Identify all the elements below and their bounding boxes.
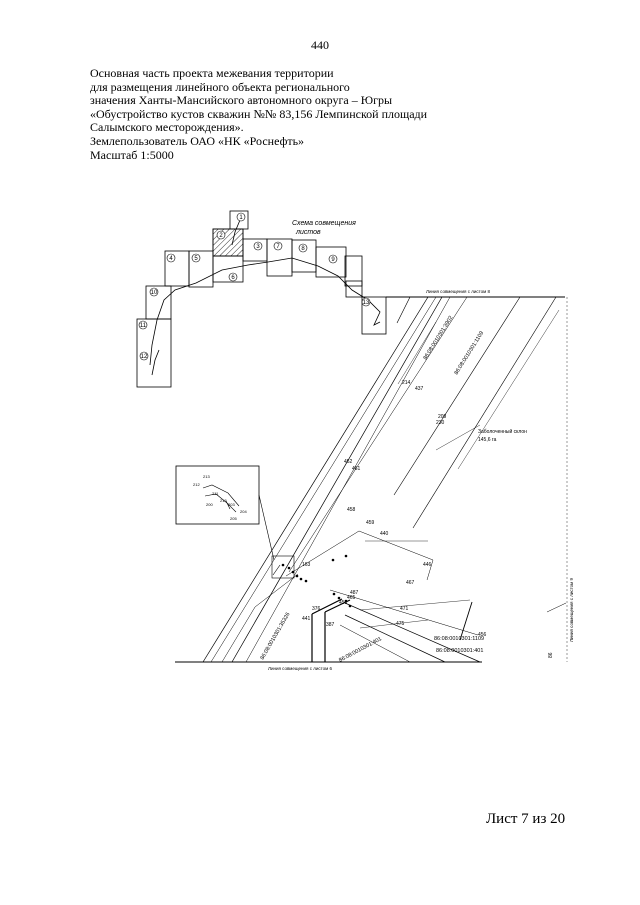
cadastral-number: 86:08:0010301:35326 bbox=[260, 612, 292, 661]
point-label: 214 bbox=[402, 380, 411, 386]
point-label: 230 bbox=[436, 420, 445, 426]
point-label: 376 bbox=[312, 606, 321, 612]
point-labels: 214 437 209 230 452 461 458 459 440 446 … bbox=[302, 380, 487, 638]
point-label: 441 bbox=[302, 616, 311, 622]
inset-details bbox=[202, 484, 240, 513]
scheme-title: листов bbox=[295, 229, 321, 236]
sheet-number: 13 bbox=[363, 300, 370, 306]
sheet-scheme bbox=[136, 210, 387, 388]
sheet-number: 9 bbox=[331, 257, 335, 263]
sheet-number: 3 bbox=[256, 244, 260, 250]
point-label: 471 bbox=[400, 606, 409, 612]
point-label: 212 bbox=[193, 482, 200, 487]
cadastral-number: 86:08:0010301:1109 bbox=[454, 330, 486, 376]
sheet-number: 7 bbox=[276, 244, 280, 250]
point-label: 437 bbox=[415, 386, 424, 392]
point-label: 446 bbox=[423, 562, 432, 568]
header-line: Землепользователь ОАО «НК «Роснефть» bbox=[90, 133, 305, 148]
point-label: 458 bbox=[347, 507, 356, 513]
point-label: 456 bbox=[478, 632, 487, 638]
cadastral-number: 86:08:0010301:401 bbox=[338, 636, 383, 664]
match-line-right-label: Линия совмещения с листом 9 bbox=[569, 578, 574, 642]
sheet-number: 1 bbox=[239, 215, 243, 221]
sheet-counter: Лист 7 из 20 bbox=[486, 811, 566, 827]
point-label: 475 bbox=[396, 621, 405, 627]
match-line-bottom-label: Линия совмещения с листом 6 bbox=[268, 666, 332, 671]
point-cluster bbox=[281, 554, 352, 608]
point-label: 215 bbox=[220, 498, 227, 503]
corridors bbox=[202, 296, 567, 663]
header-line: для размещения линейного объекта региона… bbox=[90, 79, 350, 94]
area-label: 145,6 га bbox=[478, 437, 497, 443]
sheet-number: 12 bbox=[141, 354, 148, 360]
point-label: 211 bbox=[212, 491, 219, 496]
point-label: 440 bbox=[380, 531, 389, 537]
point-label: 465 bbox=[347, 595, 356, 601]
match-line-top-label: Линия совмещения с листом 8 bbox=[426, 289, 490, 294]
point-label: 203 bbox=[228, 502, 235, 507]
point-label: 387 bbox=[326, 622, 335, 628]
document-header: Основная часть проекта межевания террито… bbox=[90, 66, 530, 162]
sheet-number: 8 bbox=[301, 246, 305, 252]
point-label: 209 bbox=[438, 414, 447, 420]
sheet-number: 5 bbox=[194, 256, 198, 262]
cadastral-number: 86:08:0010301:1109 bbox=[434, 636, 484, 642]
header-line: значения Ханты-Мансийского автономного о… bbox=[90, 93, 393, 108]
sheet-number: 10 bbox=[151, 290, 158, 296]
point-label: 467 bbox=[406, 580, 415, 586]
page-number: 440 bbox=[311, 38, 329, 52]
point-label: 452 bbox=[344, 459, 353, 465]
cadastral-number: 86:08:0010301:401 bbox=[436, 648, 483, 654]
sheet-number: 2 bbox=[219, 233, 223, 239]
point-label: 213 bbox=[203, 474, 210, 479]
sheet-number: 11 bbox=[140, 323, 147, 329]
point-label: 459 bbox=[366, 520, 375, 526]
sheet-scheme-numbers: 1 2 3 4 5 6 7 8 9 10 11 12 13 bbox=[138, 212, 371, 361]
sheet-number: 4 bbox=[169, 256, 173, 262]
point-label: 163 bbox=[302, 562, 311, 568]
header-line: «Обустройство кустов скважин №№ 83,156 Л… bbox=[90, 106, 428, 121]
point-label: 450 bbox=[339, 600, 348, 606]
header-line: Масштаб 1:5000 bbox=[90, 147, 174, 162]
header-line: Основная часть проекта межевания террито… bbox=[90, 66, 334, 80]
point-label: 200 bbox=[206, 502, 213, 507]
sheet-number: 6 bbox=[231, 275, 235, 281]
point-label: 487 bbox=[350, 590, 359, 596]
area-label: Заболоченный склон bbox=[478, 428, 527, 435]
cadastral-labels: 86:08:0010301:3902 86:08:0010301:1109 86… bbox=[260, 315, 486, 664]
point-label: 205 bbox=[230, 516, 237, 521]
corner-label: 86 bbox=[548, 652, 554, 658]
header-line: Салымского месторождения». bbox=[90, 120, 244, 135]
scheme-title: Схема совмещения bbox=[292, 220, 356, 227]
point-label: 204 bbox=[240, 509, 247, 514]
point-label: 461 bbox=[352, 466, 361, 472]
inset-labels: 213 212 211 215 200 205 204 203 bbox=[193, 474, 247, 521]
